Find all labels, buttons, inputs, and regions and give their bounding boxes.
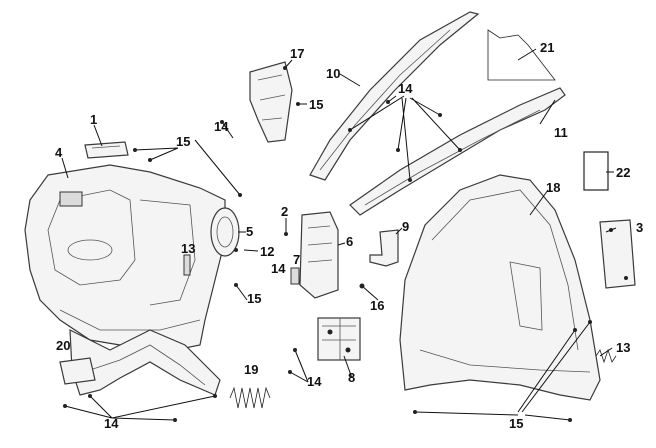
part-22-label (583, 151, 609, 191)
callout-17: 17 (290, 46, 304, 61)
callout-19: 19 (244, 362, 258, 377)
part-13-clip (183, 254, 191, 276)
callout-labels: 1 4 15 2 5 13 12 6 7 14 9 15 16 8 14 19 … (55, 40, 643, 431)
callout-14: 14 (104, 416, 119, 431)
callout-14: 14 (214, 119, 229, 134)
callout-15: 15 (247, 291, 261, 306)
callout-15: 15 (309, 97, 323, 112)
lower-front-cover (69, 329, 221, 396)
part-11-lower-molding (349, 87, 566, 216)
part-1-small-bracket (84, 141, 129, 159)
part-20-block (59, 357, 96, 385)
callout-12: 12 (260, 244, 274, 259)
callout-8: 8 (348, 370, 355, 385)
part-3-side-plate (599, 219, 636, 289)
part-17-upper-bracket (249, 61, 293, 143)
part-9-lever (369, 229, 399, 267)
callout-14: 14 (398, 81, 413, 96)
callout-18: 18 (546, 180, 560, 195)
callout-14: 14 (271, 261, 286, 276)
callout-2: 2 (281, 204, 288, 219)
callout-10: 10 (326, 66, 340, 81)
callout-9: 9 (402, 219, 409, 234)
callout-21: 21 (540, 40, 554, 55)
part-4-inner-front-panel (24, 164, 226, 351)
callout-7: 7 (293, 252, 300, 267)
callout-6: 6 (346, 234, 353, 249)
part-13-spring-right (595, 348, 617, 364)
callout-15: 15 (509, 416, 523, 431)
callout-1: 1 (90, 112, 97, 127)
leader-lines (61, 48, 617, 421)
part-18-rear-panel (399, 174, 601, 401)
callout-20: 20 (56, 338, 70, 353)
part-19-spring (229, 386, 271, 409)
callout-5: 5 (246, 224, 253, 239)
part-21-reference-sheet (487, 29, 556, 81)
callout-14: 14 (307, 374, 322, 389)
callout-13: 13 (181, 241, 195, 256)
callout-16: 16 (370, 298, 384, 313)
part-10-upper-molding (309, 11, 480, 181)
callout-22: 22 (616, 165, 630, 180)
part-6-vent-panel (299, 211, 339, 299)
callout-15: 15 (176, 134, 190, 149)
screws (63, 66, 592, 422)
part-8-latch-block (317, 317, 361, 361)
callout-11: 11 (554, 125, 568, 140)
callout-13: 13 (616, 340, 630, 355)
part-7-clip (290, 267, 300, 285)
callout-3: 3 (636, 220, 643, 235)
callout-4: 4 (55, 145, 63, 160)
